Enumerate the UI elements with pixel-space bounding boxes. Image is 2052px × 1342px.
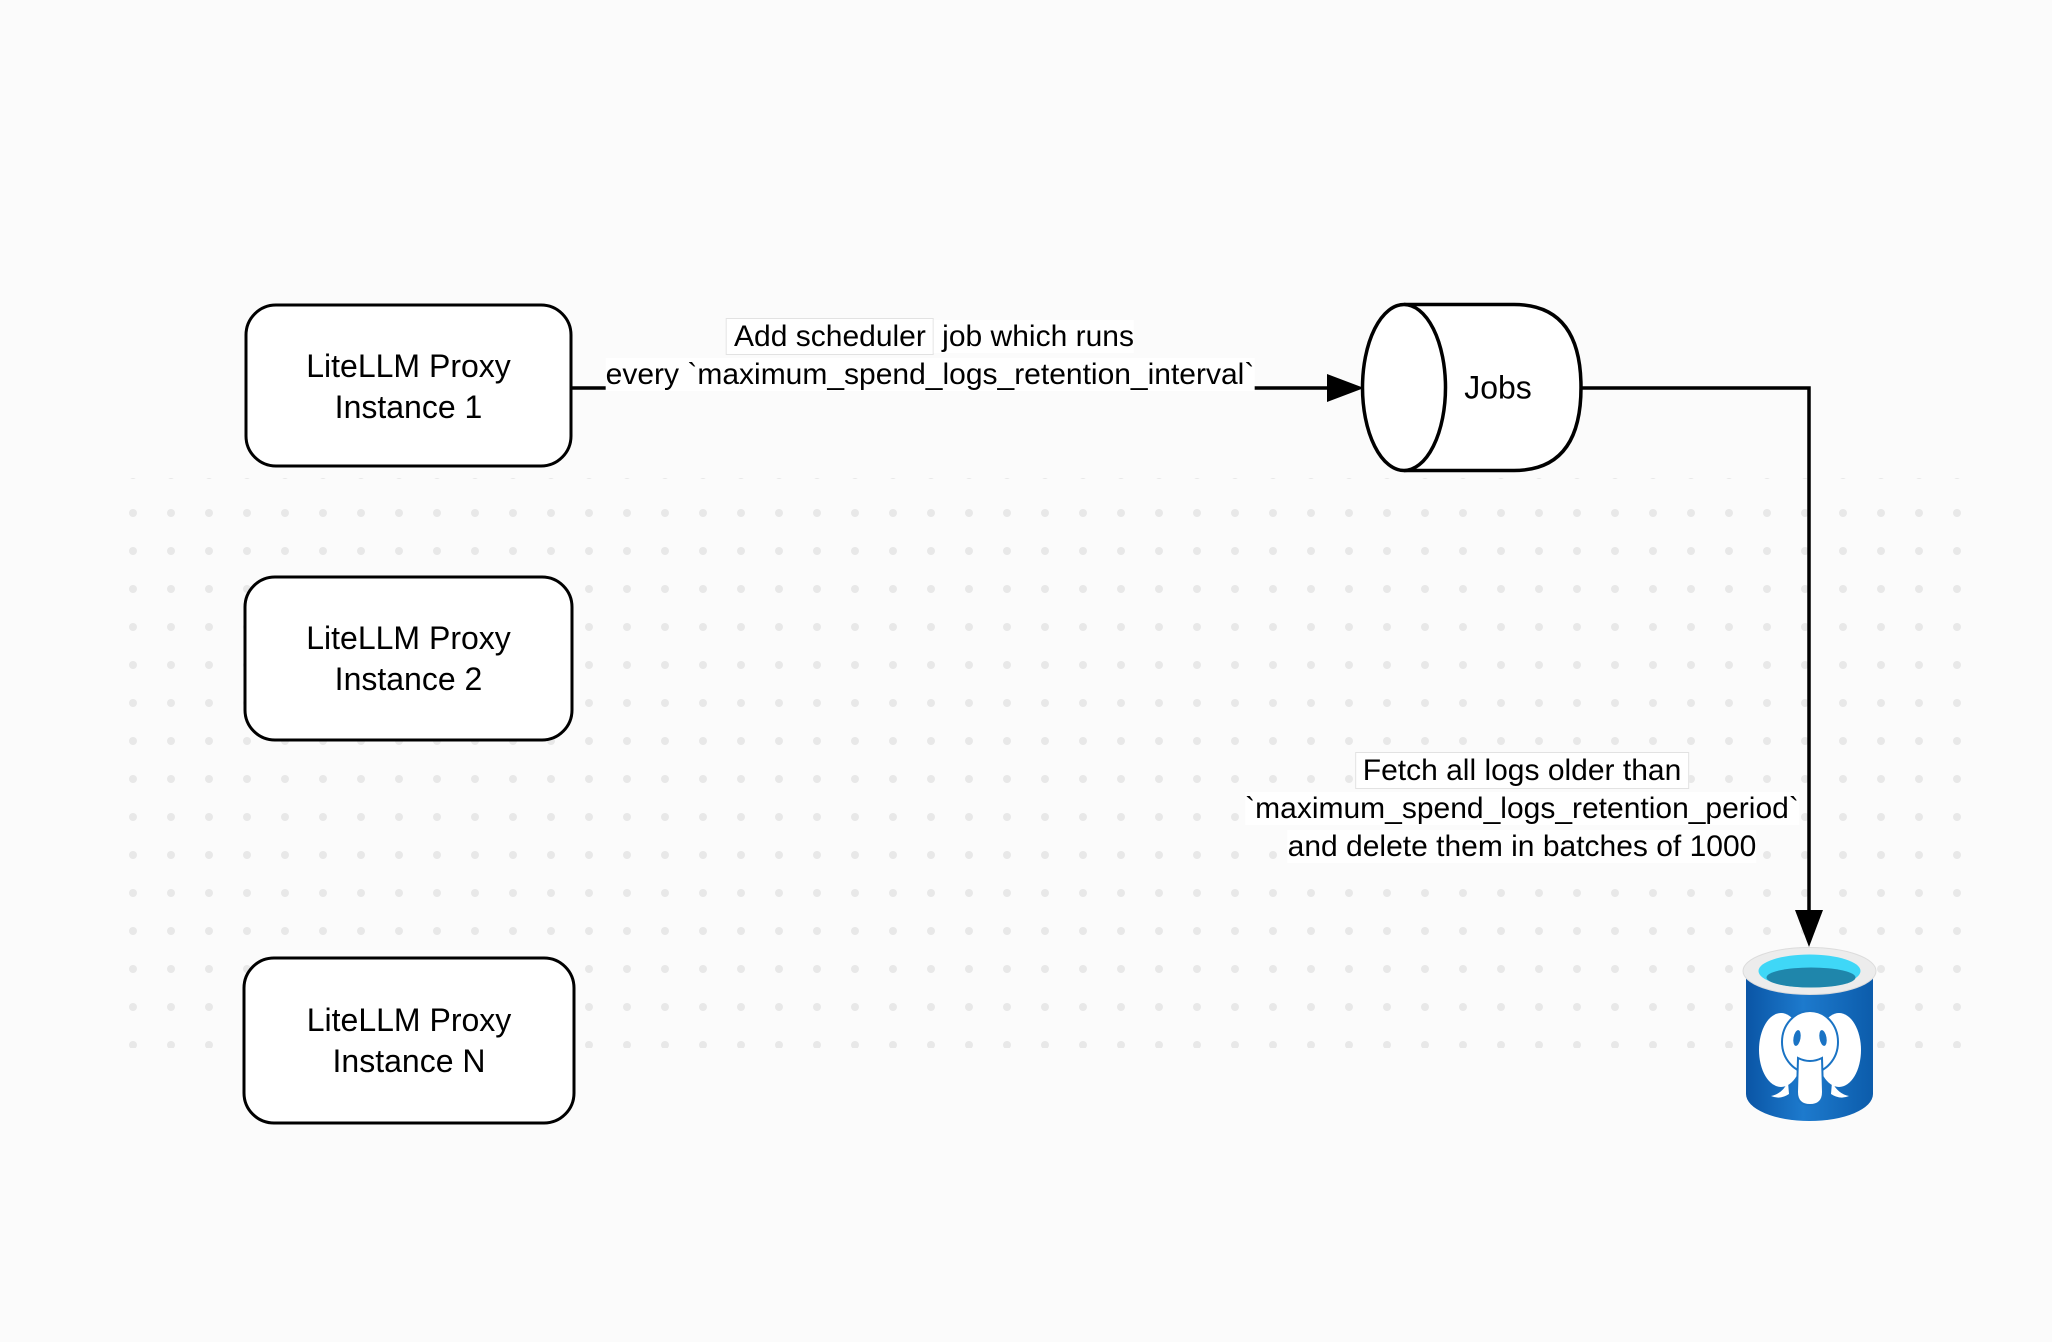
proxy-instance-1-label-line1: LiteLLM Proxy bbox=[306, 348, 511, 384]
scheduler-edge-label-line2: every `maximum_spend_logs_retention_inte… bbox=[605, 358, 1255, 391]
fetch-edge-label-line3: and delete them in batches of 1000 bbox=[1287, 830, 1757, 863]
proxy-instance-2-box bbox=[243, 575, 574, 742]
scheduler-edge-label-line1-rest: job which runs bbox=[933, 320, 1134, 353]
proxy-instance-n-label: LiteLLM Proxy Instance N bbox=[244, 1000, 574, 1082]
proxy-instance-2-label-line1: LiteLLM Proxy bbox=[306, 620, 511, 656]
fetch-edge-label: Fetch all logs older than `maximum_spend… bbox=[1245, 752, 1799, 866]
database-water-shadow bbox=[1766, 967, 1856, 988]
cylinder-cap-icon bbox=[1360, 302, 1448, 473]
scheduler-edge-label-line1-boxed: Add scheduler bbox=[726, 318, 934, 355]
proxy-instance-2-label-line2: Instance 2 bbox=[334, 661, 483, 697]
proxy-instance-n-label-line2: Instance N bbox=[332, 1043, 486, 1079]
proxy-instance-1-label-line2: Instance 1 bbox=[334, 389, 483, 425]
postgresql-elephant-icon bbox=[1759, 1010, 1861, 1107]
scheduler-edge-label-line1: Add scheduler job which runs bbox=[606, 318, 1255, 356]
proxy-instance-1-box bbox=[244, 303, 573, 468]
proxy-instance-n-box bbox=[242, 956, 576, 1125]
proxy-instance-n-label-line1: LiteLLM Proxy bbox=[306, 1002, 512, 1038]
arrowhead-right-icon bbox=[1327, 374, 1364, 402]
jobs-queue-cylinder bbox=[1360, 302, 1583, 473]
arrowhead-down-icon bbox=[1795, 910, 1823, 947]
proxy-instance-2-label: LiteLLM Proxy Instance 2 bbox=[245, 618, 572, 700]
jobs-to-postgres-arrow bbox=[1581, 386, 1823, 947]
postgresql-database-icon bbox=[1742, 947, 1877, 1121]
jobs-node-label: Jobs bbox=[1464, 369, 1532, 406]
proxy-instance-1-label: LiteLLM Proxy Instance 1 bbox=[246, 346, 571, 428]
fetch-edge-label-line2: `maximum_spend_logs_retention_period` bbox=[1245, 792, 1799, 825]
scheduler-edge-label: Add scheduler job which runs every `maxi… bbox=[605, 318, 1255, 394]
fetch-edge-label-line1: Fetch all logs older than bbox=[1245, 752, 1799, 790]
